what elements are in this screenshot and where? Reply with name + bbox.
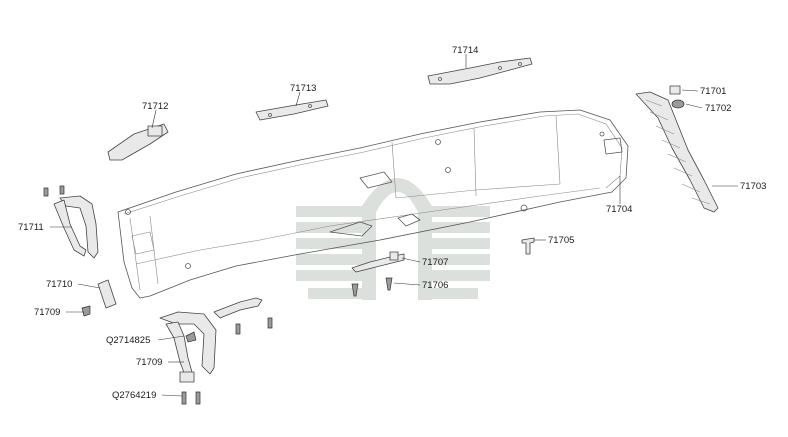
part-71707-handle [351, 251, 405, 273]
part-71709-screw-upper [81, 305, 91, 317]
part-71702-clip [671, 99, 685, 109]
part-71711-handle [43, 185, 99, 259]
label-71709-upper: 71709 [34, 307, 60, 318]
label-71709-lower: 71709 [136, 357, 162, 368]
watermark-icon [296, 178, 490, 300]
label-Q2764219: Q2764219 [112, 390, 156, 401]
part-handle-center [213, 297, 273, 335]
label-71714: 71714 [452, 45, 478, 56]
part-71705-clip [521, 237, 535, 255]
part-71710-cover [97, 279, 117, 309]
headliner-panel [117, 109, 629, 299]
label-Q2714825: Q2714825 [106, 335, 150, 346]
label-71702: 71702 [705, 103, 731, 114]
part-71706-screws [351, 277, 393, 297]
label-71706: 71706 [422, 280, 448, 291]
part-71712-bracket [107, 123, 169, 161]
part-71701-clip [669, 85, 681, 95]
part-71714-bracket [427, 57, 533, 85]
part-71709-handle-lower [159, 311, 217, 383]
label-71705: 71705 [548, 235, 574, 246]
label-71711: 71711 [18, 222, 44, 233]
label-71713: 71713 [290, 83, 316, 94]
part-Q2764219-screws [181, 391, 201, 405]
label-71707: 71707 [422, 257, 448, 268]
label-71704: 71704 [606, 204, 632, 215]
label-71710: 71710 [46, 279, 72, 290]
label-71701: 71701 [700, 86, 726, 97]
leader-lines [50, 54, 738, 397]
part-71713-bracket [255, 99, 329, 121]
part-71703-trim [635, 91, 719, 213]
label-71703: 71703 [740, 181, 766, 192]
label-71712: 71712 [142, 101, 168, 112]
